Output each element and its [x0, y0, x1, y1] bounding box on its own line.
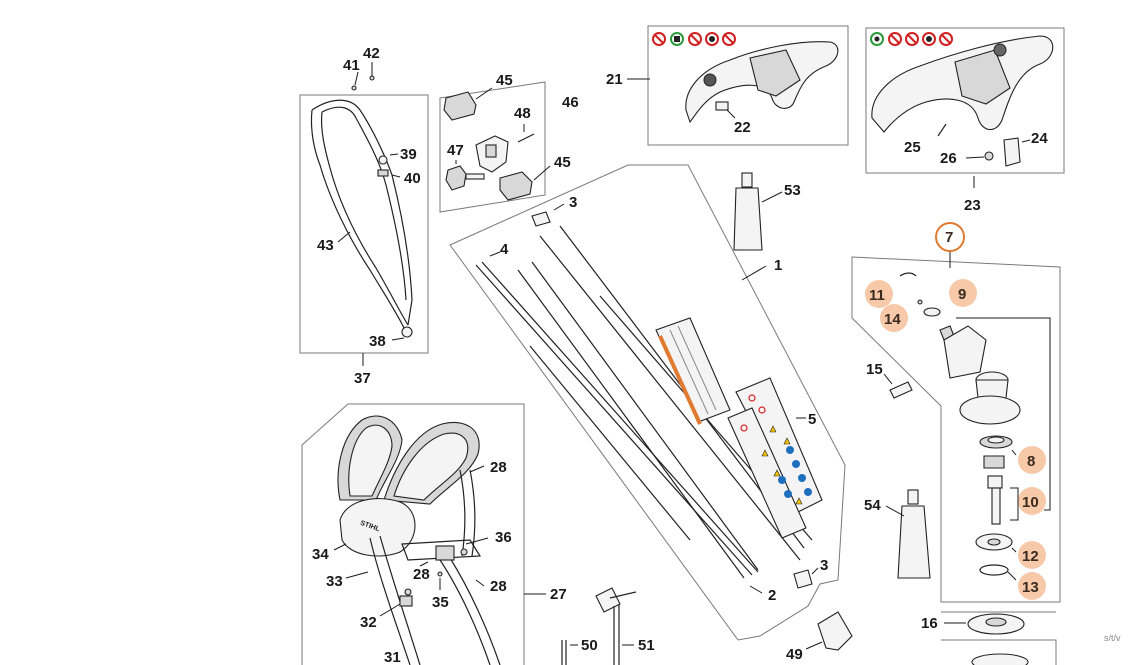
label-48: 48	[514, 105, 531, 122]
label-33: 33	[326, 573, 343, 590]
label-32: 32	[360, 614, 377, 631]
sticker-group: 5	[655, 317, 823, 539]
label-11: 11	[869, 287, 885, 304]
label-27: 27	[550, 586, 567, 603]
label-8: 8	[1027, 453, 1035, 470]
label-35: 35	[432, 594, 449, 611]
label-21: 21	[606, 71, 623, 88]
highlight-13	[1018, 572, 1046, 600]
grease-tube-53: 53	[733, 172, 801, 251]
label-22: 22	[734, 119, 751, 136]
harness-group: STIHL 28 34 33 36 28 28 35 32 31 27	[301, 403, 567, 665]
label-25: 25	[904, 139, 921, 156]
label-28-top: 28	[490, 459, 507, 476]
label-31: 31	[384, 649, 401, 665]
highlight-14	[880, 304, 908, 332]
label-40: 40	[404, 170, 421, 187]
label-51: 51	[638, 637, 655, 654]
label-1: 1	[774, 257, 782, 274]
label-43: 43	[317, 237, 334, 254]
label-7: 7	[945, 229, 953, 246]
label-47: 47	[447, 142, 464, 159]
label-38: 38	[369, 333, 386, 350]
label-53: 53	[784, 182, 801, 199]
highlight-10	[1018, 487, 1046, 515]
label-42: 42	[363, 45, 380, 62]
tools-50-51: 50 51	[561, 587, 655, 665]
label-3-bottom: 3	[820, 557, 828, 574]
label-16: 16	[921, 615, 938, 632]
highlight-7	[935, 222, 965, 252]
shaft-group: 3 3 4 1 2	[449, 164, 846, 641]
watermark: s/t/v	[1104, 633, 1121, 643]
highlight-9	[949, 279, 977, 307]
highlight-12	[1018, 541, 1046, 569]
label-46: 46	[562, 94, 579, 111]
label-3-top: 3	[569, 194, 577, 211]
label-37: 37	[354, 370, 371, 387]
label-24: 24	[1031, 130, 1048, 147]
label-14: 14	[884, 311, 901, 328]
label-15: 15	[866, 361, 883, 378]
label-9: 9	[958, 286, 966, 303]
label-39: 39	[400, 146, 417, 163]
label-50: 50	[581, 637, 598, 654]
label-10: 10	[1022, 494, 1039, 511]
highlight-11	[865, 280, 893, 308]
label-36: 36	[495, 529, 512, 546]
disc-16: 16	[921, 611, 1057, 665]
label-28-right: 28	[490, 578, 507, 595]
guard-group-21: 21 22	[606, 25, 849, 146]
label-26: 26	[940, 150, 957, 167]
label-34: 34	[312, 546, 329, 563]
guard-group-23: 24 25 26 23	[865, 27, 1065, 214]
label-49: 49	[786, 646, 803, 663]
label-5: 5	[808, 411, 816, 428]
label-28-mid: 28	[413, 566, 430, 583]
label-13: 13	[1022, 579, 1039, 596]
check-symbol-icon	[670, 32, 684, 46]
highlight-8	[1018, 446, 1046, 474]
shoulder-strap-group: 41 42 39 40 43 38 37	[299, 45, 429, 387]
label-2: 2	[768, 587, 776, 604]
label-45-bottom: 45	[554, 154, 571, 171]
gearbox-group: 7 11 9 14 8 10 12 13	[851, 222, 1061, 603]
handle-parts-group: 45 46 48 47 45	[439, 72, 579, 213]
mandatory-blue-icon	[778, 446, 812, 498]
label-4: 4	[500, 241, 509, 258]
no-symbol-icon	[652, 32, 666, 46]
label-45-top: 45	[496, 72, 513, 89]
grease-tube-54: 54	[864, 489, 931, 579]
label-54: 54	[864, 497, 881, 514]
cover-49: 49	[786, 611, 853, 663]
label-23: 23	[964, 197, 981, 214]
label-12: 12	[1022, 548, 1039, 565]
label-41: 41	[343, 57, 360, 74]
warning-triangle-icon	[761, 425, 803, 505]
